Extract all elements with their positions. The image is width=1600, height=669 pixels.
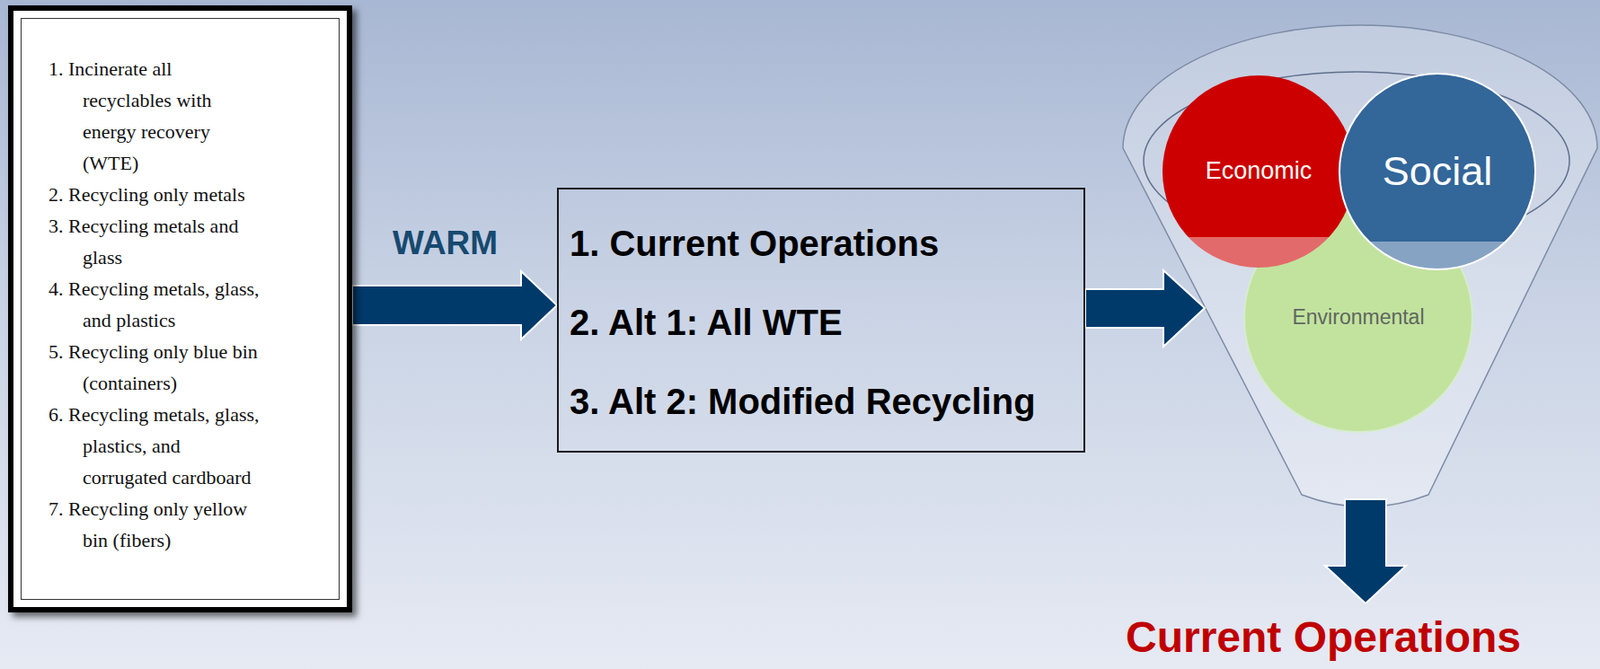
social-circle: Social <box>1338 72 1537 271</box>
scenario-box: 1. Current Operations2. Alt 1: All WTE3.… <box>556 187 1086 453</box>
option-list-box: 1. Incinerate all recyclables with energ… <box>8 5 353 613</box>
list-item: 7. Recycling only yellow bin (fibers) <box>48 493 263 557</box>
pillar-label: Environmental <box>1291 306 1424 329</box>
scenario-item: 2. Alt 1: All WTE <box>569 282 1071 363</box>
method-label: WARM <box>392 226 498 260</box>
block-arrow <box>352 271 557 340</box>
list-item: 4. Recycling metals, glass, and plastics <box>48 273 263 336</box>
pillar-label: Social <box>1382 149 1494 195</box>
down-arrow <box>1325 499 1406 604</box>
list-item: 5. Recycling only blue bin (containers) <box>48 335 263 399</box>
list-item: 6. Recycling metals, glass, plastics, an… <box>48 398 263 494</box>
list-item: 2. Recycling only metals <box>48 178 263 211</box>
block-arrow <box>1085 270 1205 347</box>
list-item: 3. Recycling metals and glass <box>48 210 263 274</box>
pillar-label: Economic <box>1205 158 1313 186</box>
scenario-item: 1. Current Operations <box>569 203 1071 283</box>
funnel-body <box>1122 25 1598 508</box>
result-label: Current Operations <box>1125 614 1521 663</box>
list-item: 1. Incinerate all recyclables with energ… <box>48 53 263 179</box>
scenario-item: 3. Alt 2: Modified Recycling <box>569 362 1071 442</box>
economic-circle: Economic <box>1162 75 1355 268</box>
list-frame: 1. Incinerate all recyclables with energ… <box>20 17 340 601</box>
